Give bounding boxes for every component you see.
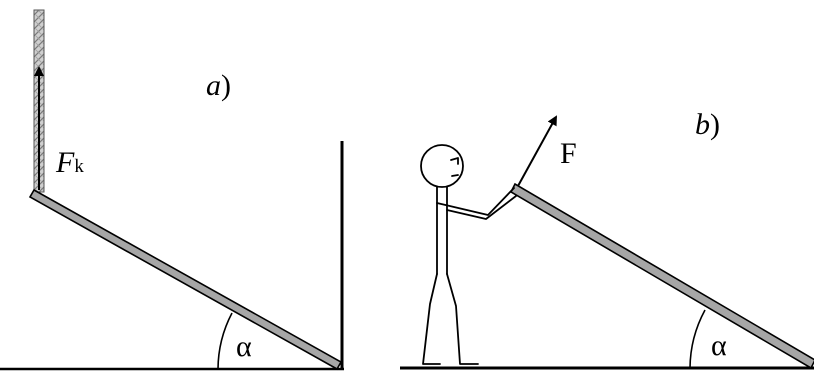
force-arrow-b (517, 115, 557, 187)
person-figure (420, 144, 517, 365)
panel-a-label: a) (206, 69, 231, 102)
force-label-b: F (560, 137, 577, 170)
force-label-a: Fk (55, 146, 84, 179)
panel-b: b) F α (400, 108, 814, 370)
angle-label-b: α (711, 329, 727, 362)
person-head (420, 144, 464, 188)
angle-arc-b (689, 309, 706, 369)
person-leg-front (446, 273, 479, 365)
person-eye (450, 157, 459, 165)
person-body (436, 186, 448, 275)
person-arm-lower (446, 195, 517, 220)
person-arm-upper (436, 187, 515, 216)
panel-a: a) Fk α (0, 9, 344, 371)
angle-label-a: α (236, 330, 252, 363)
angle-arc-a (217, 312, 233, 370)
rod-a (28, 188, 343, 371)
person-leg-back (422, 273, 441, 365)
panel-b-label: b) (695, 108, 720, 141)
rod-b (509, 182, 814, 370)
person-mouth (451, 174, 459, 177)
